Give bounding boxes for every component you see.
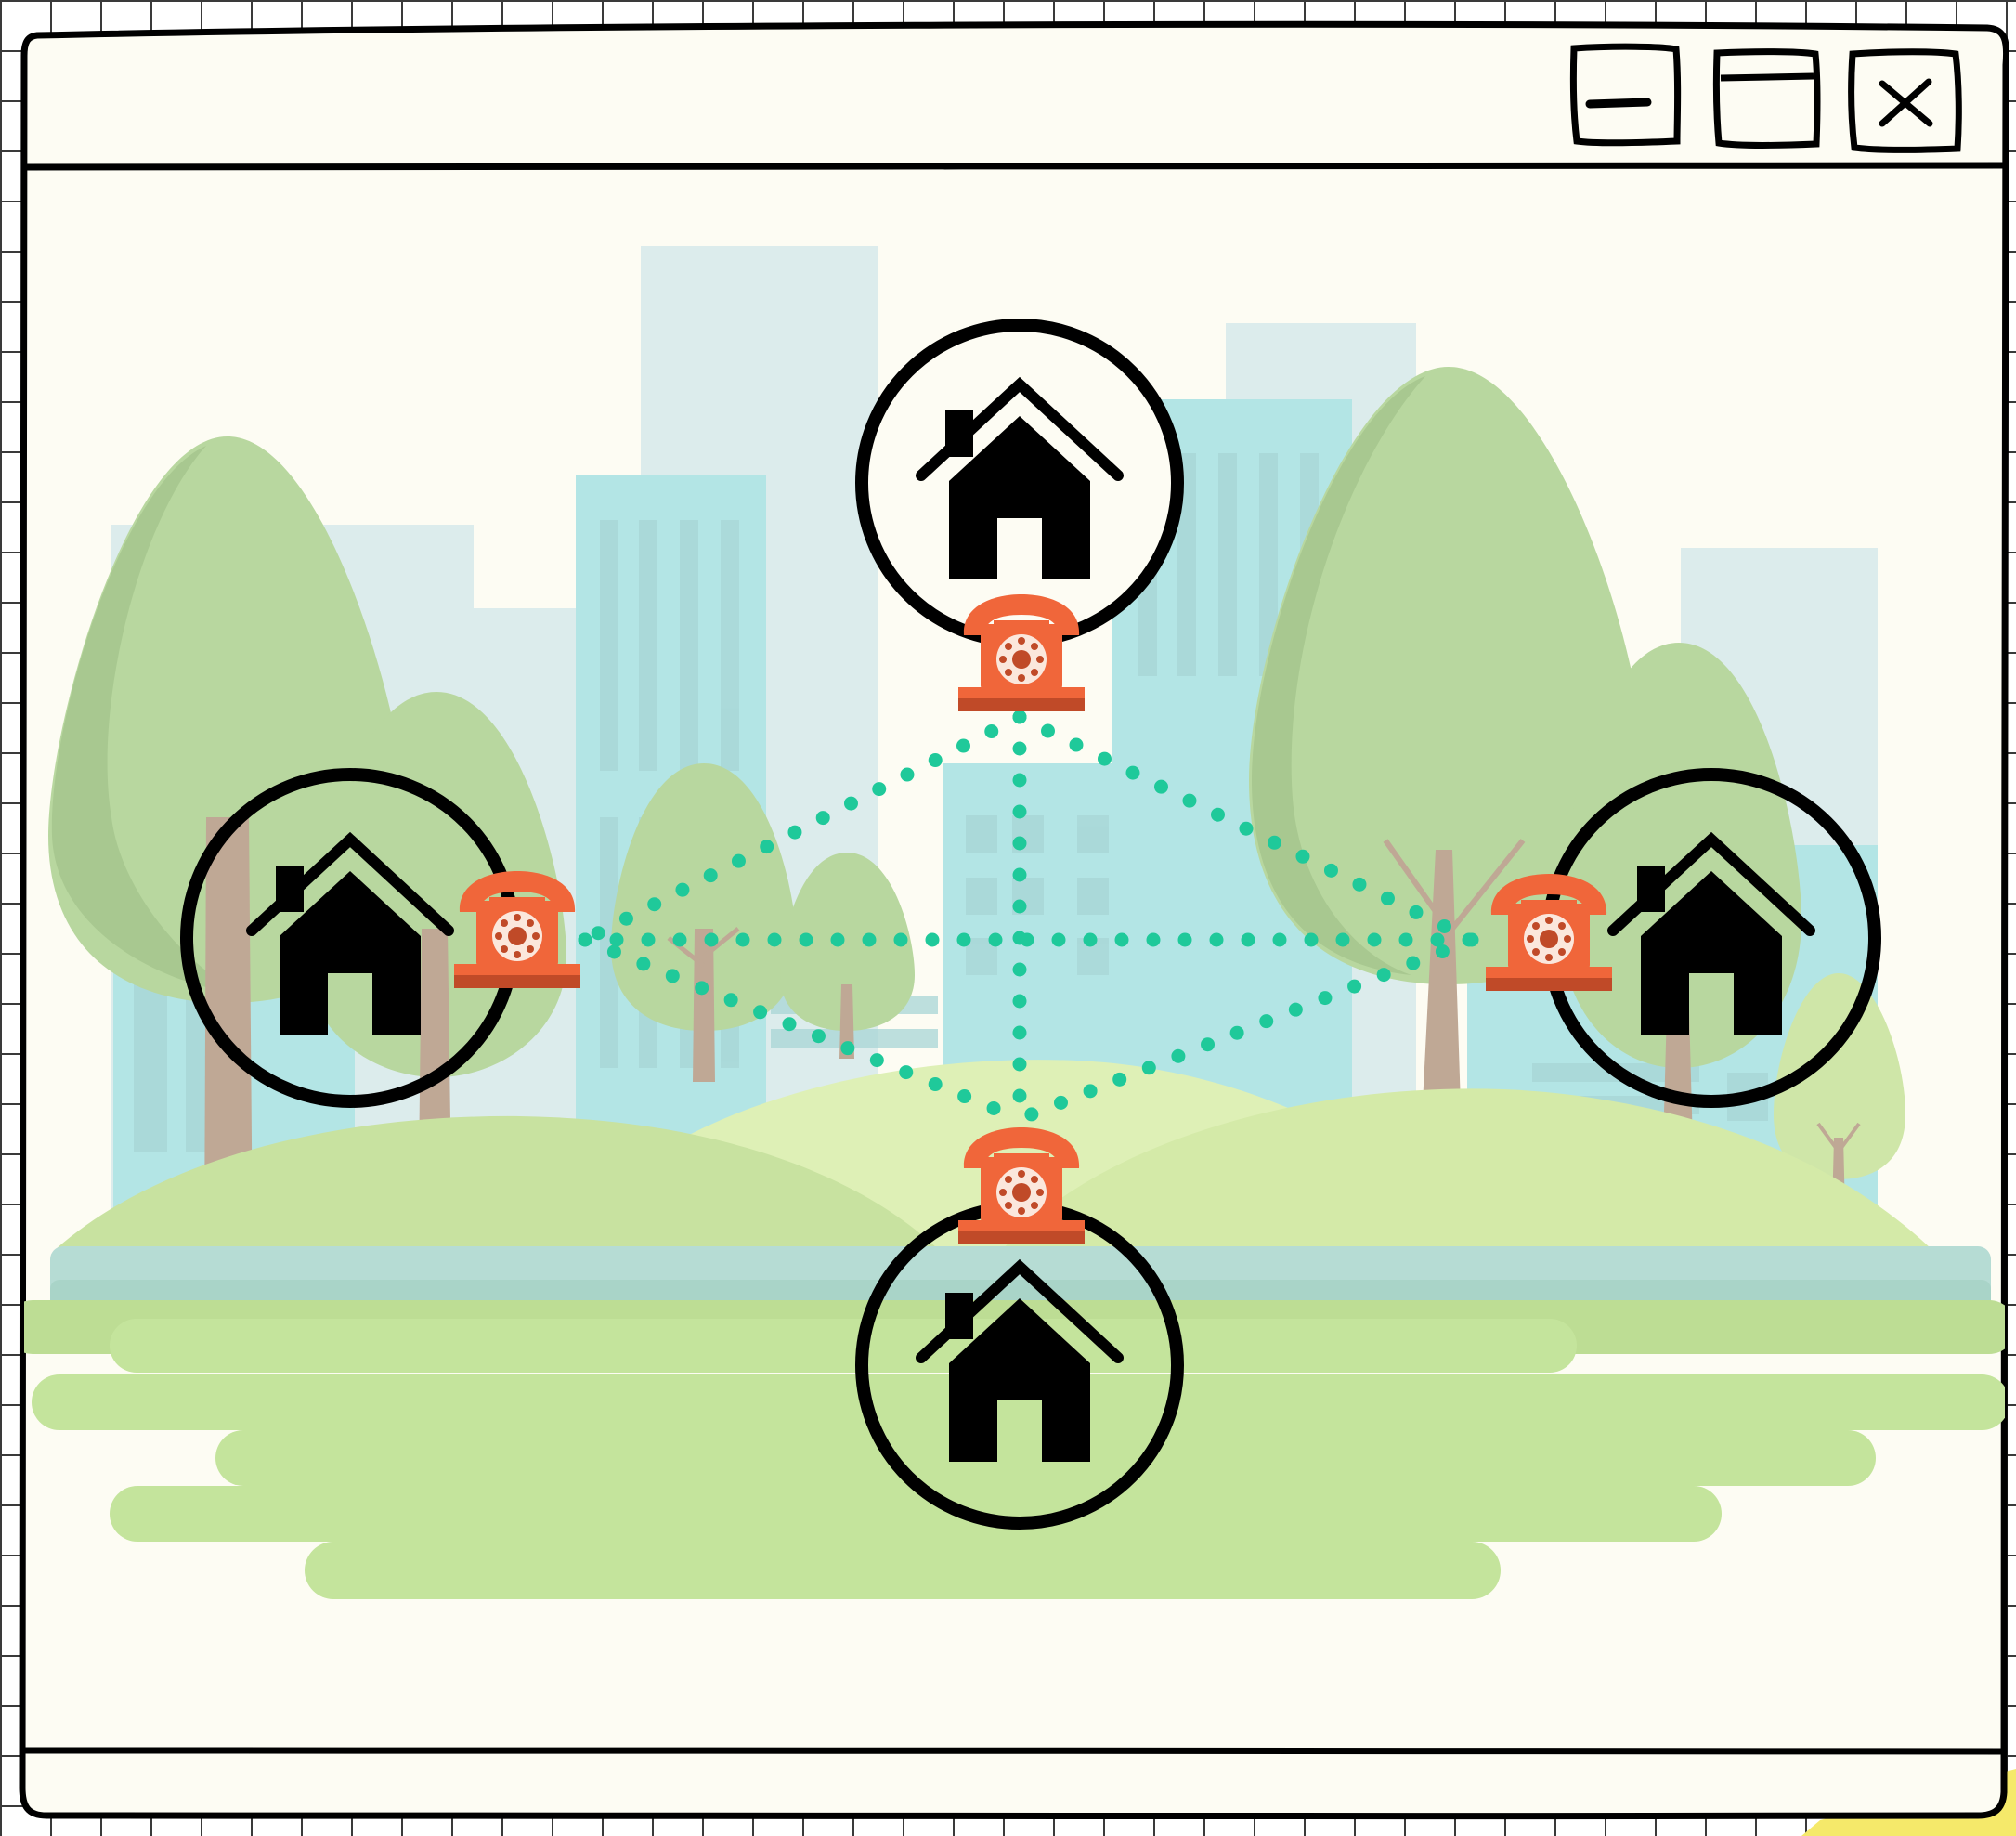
close-button[interactable] (1848, 48, 1962, 153)
title-bar-divider (23, 162, 2006, 171)
network-links (578, 710, 1479, 1126)
link-right-bottom (1012, 932, 1479, 1126)
minimize-button[interactable] (1569, 43, 1682, 147)
minimize-icon (1585, 98, 1652, 109)
close-icon (1879, 78, 1933, 127)
link-top-left (578, 710, 1027, 947)
link-top-right (1012, 710, 1479, 947)
maximize-icon (1720, 72, 1814, 82)
tree-middle (780, 853, 915, 1059)
hills (56, 1060, 1931, 1249)
maximize-button[interactable] (1712, 48, 1821, 149)
house-node-top (855, 319, 1184, 647)
tree-middle-left (611, 763, 797, 1082)
